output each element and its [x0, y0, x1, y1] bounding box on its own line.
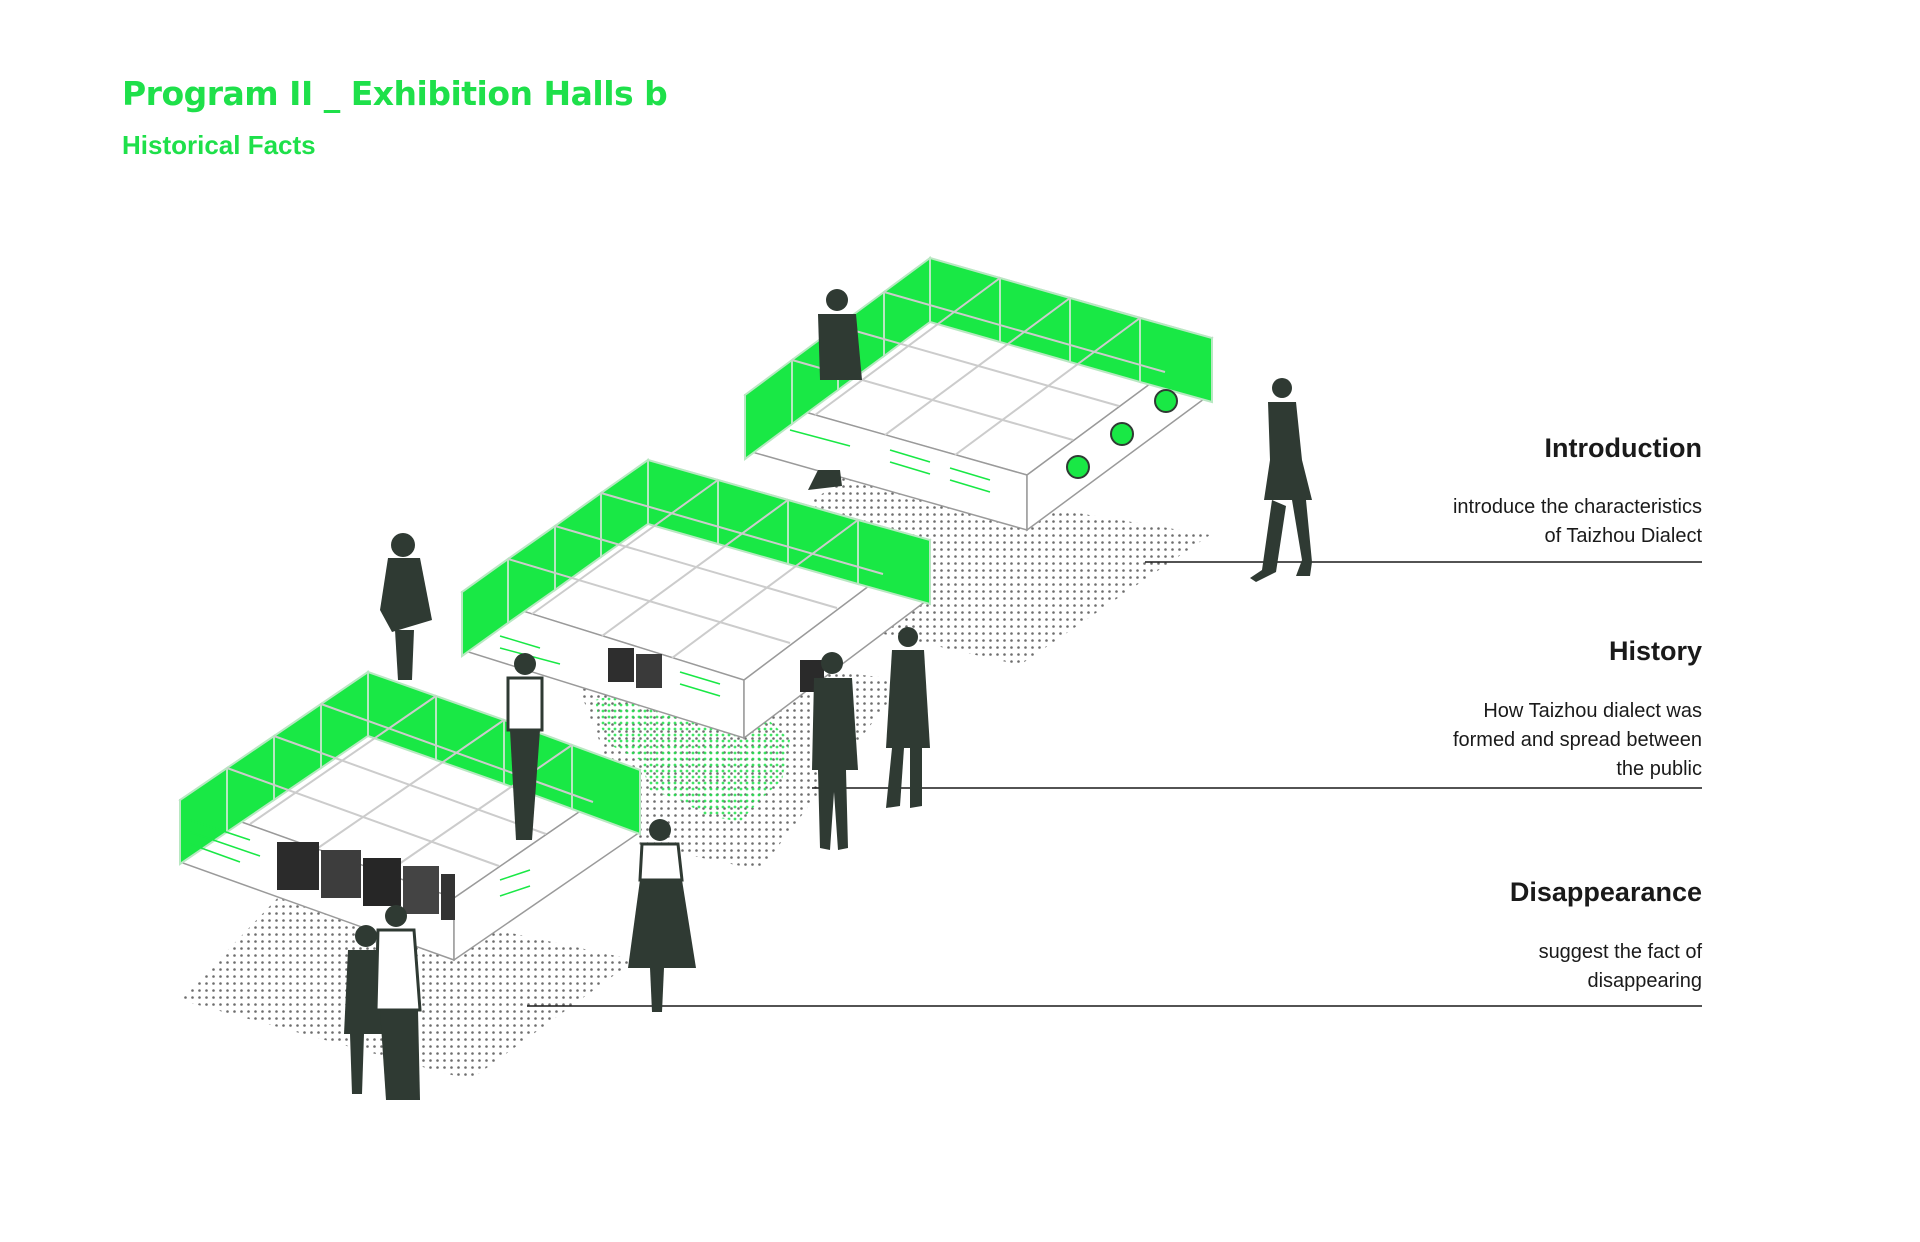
annotation-line: suggest the fact of: [1538, 941, 1702, 963]
annotation-line: formed and spread between: [1452, 729, 1702, 751]
annotation-desc-disappearance: suggest the fact of disappearing: [1539, 938, 1702, 996]
photo-strip: [277, 842, 455, 920]
history-photo: [608, 648, 634, 682]
annotation-heading-history: History: [1608, 636, 1702, 666]
annotation-line: How Taizhou dialect was: [1483, 700, 1702, 722]
visitor-figure: [808, 289, 862, 490]
visitor-figure: [374, 905, 422, 1100]
annotation-lines: [527, 561, 1702, 1007]
hall-disappearance: [178, 670, 642, 962]
headphones-icons: [1066, 389, 1178, 479]
visitor-figure: [1250, 378, 1312, 582]
hall-history: [460, 458, 932, 740]
visitor-figure: [506, 653, 544, 840]
page-subtitle: Historical Facts: [122, 130, 316, 160]
hall-introduction: [743, 256, 1214, 532]
annotation-heading-introduction: Introduction: [1544, 433, 1702, 463]
annotation-line: the public: [1616, 758, 1702, 780]
annotation-line: disappearing: [1587, 970, 1702, 992]
visitor-figure: [628, 819, 696, 1012]
headphones-icon: [1110, 422, 1134, 446]
annotation-line: of Taizhou Dialect: [1544, 525, 1703, 547]
visitor-figure: [812, 652, 858, 850]
visitor-figure: [886, 627, 930, 808]
visitor-figure: [380, 533, 432, 680]
annotation-line: introduce the characteristics: [1452, 496, 1702, 518]
annotation-heading-disappearance: Disappearance: [1509, 877, 1702, 907]
headphones-icon: [1154, 389, 1178, 413]
annotation-desc-history: How Taizhou dialect was formed and sprea…: [1453, 697, 1702, 784]
headphones-icon: [1066, 455, 1090, 479]
page-title: Program II _ Exhibition Halls b: [122, 74, 668, 113]
visitor-figures: [344, 289, 1312, 1100]
history-photo: [636, 654, 662, 688]
annotation-desc-introduction: introduce the characteristics of Taizhou…: [1453, 493, 1702, 551]
